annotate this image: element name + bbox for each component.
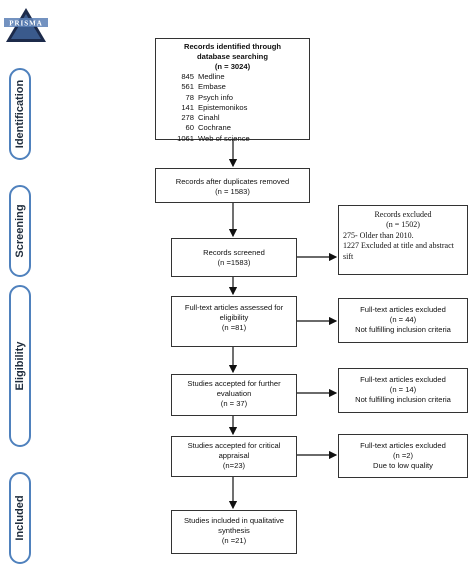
after-duplicates-label: Records after duplicates removed <box>175 177 290 186</box>
critical-appraisal-label: Studies accepted for critical <box>187 441 281 450</box>
fulltext-assessed-label: Full-text articles assessed for <box>184 303 284 312</box>
included-label: Studies included in qualitative <box>183 516 285 525</box>
included-label-2: synthesis <box>218 525 250 535</box>
included-n: (n =21) <box>221 535 247 545</box>
stage-eligibility: Eligibility <box>9 285 31 447</box>
further-excluded-n: (n = 14) <box>389 384 417 394</box>
records-screened-label: Records screened <box>203 248 265 257</box>
fulltext-assessed-box: Full-text articles assessed for eligibil… <box>171 296 297 347</box>
records-excluded-title: Records excluded <box>374 210 432 219</box>
fulltext-assessed-n: (n =81) <box>221 322 247 332</box>
further-evaluation-box: Studies accepted for further evaluation … <box>171 374 297 416</box>
records-screened-box: Records screened (n =1583) <box>171 238 297 277</box>
fulltext-assessed-label-2: eligibility <box>219 312 249 322</box>
stage-screening: Screening <box>9 185 31 277</box>
fulltext-excluded-n: (n = 44) <box>389 314 417 324</box>
records-excluded-older: 275- Older than 2010. <box>343 230 414 240</box>
fulltext-excluded-reason: Not fulfilling inclusion criteria <box>355 324 451 334</box>
after-duplicates-n: (n = 1583) <box>215 186 250 196</box>
stage-identification: Identification <box>9 68 31 160</box>
critical-appraisal-label-2: appraisal <box>218 450 250 460</box>
records-excluded-box: Records excluded (n = 1502) 275- Older t… <box>338 205 468 275</box>
further-excluded-reason: Not fulfilling inclusion criteria <box>355 394 451 404</box>
logo-text: PRISMA <box>9 20 43 28</box>
critical-excluded-title: Full-text articles excluded <box>360 441 446 450</box>
records-screened-n: (n =1583) <box>217 257 251 267</box>
fulltext-excluded-title: Full-text articles excluded <box>360 305 446 314</box>
records-excluded-sift: 1227 Excluded at title and abstract sift <box>343 241 454 261</box>
critical-appraisal-box: Studies accepted for critical appraisal … <box>171 436 297 477</box>
further-evaluation-label-2: evaluation <box>216 388 252 398</box>
further-evaluation-label: Studies accepted for further <box>187 379 281 388</box>
critical-excluded-n: (n =2) <box>392 450 414 460</box>
records-excluded-n: (n = 1502) <box>386 220 420 230</box>
further-evaluation-n: (n = 37) <box>220 398 248 408</box>
fulltext-excluded-box: Full-text articles excluded (n = 44) Not… <box>338 298 468 343</box>
prisma-logo: PRISMA <box>4 6 48 44</box>
further-excluded-title: Full-text articles excluded <box>360 375 446 384</box>
records-identified-title: Records identified through database sear… <box>183 42 282 61</box>
records-identified-box: Records identified through database sear… <box>155 38 310 143</box>
further-excluded-box: Full-text articles excluded (n = 14) Not… <box>338 368 468 413</box>
included-box: Studies included in qualitative synthesi… <box>171 510 297 554</box>
critical-excluded-box: Full-text articles excluded (n =2) Due t… <box>338 434 468 478</box>
stage-included: Included <box>9 472 31 564</box>
critical-appraisal-n: (n=23) <box>222 460 246 470</box>
critical-excluded-reason: Due to low quality <box>373 460 433 470</box>
records-identified-n: (n = 3024) <box>214 61 251 71</box>
after-duplicates-box: Records after duplicates removed (n = 15… <box>155 168 310 203</box>
